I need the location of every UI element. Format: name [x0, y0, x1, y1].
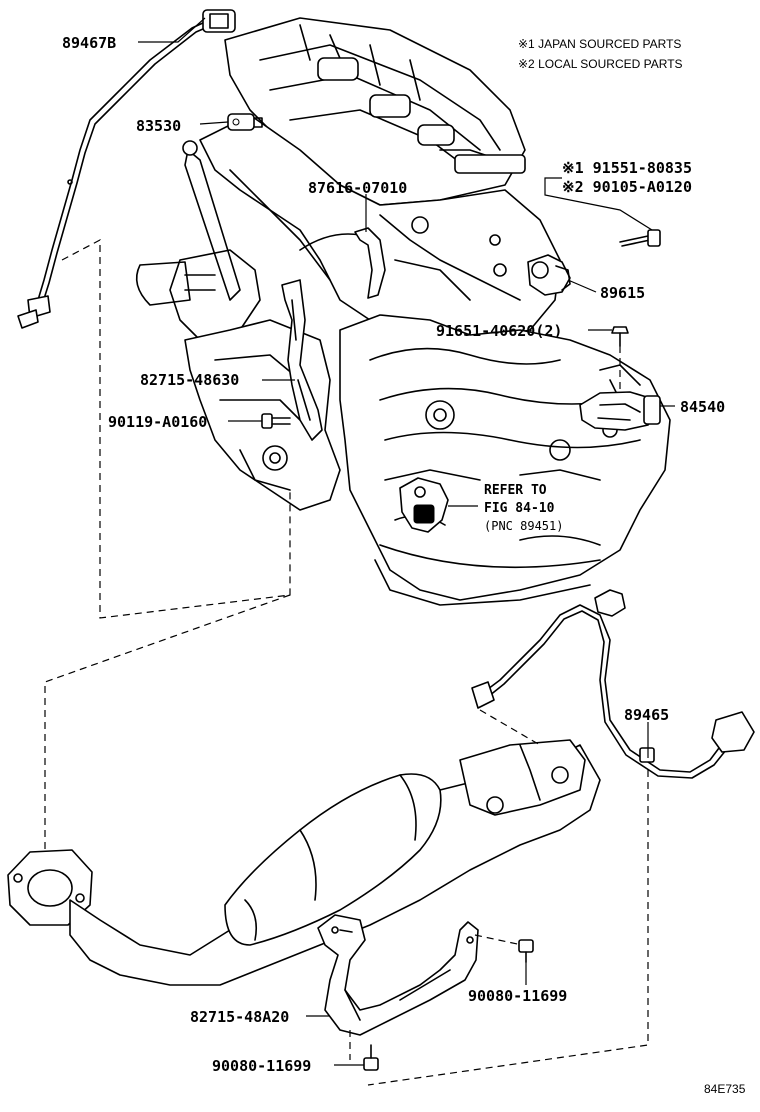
part-89467B-graphic	[17, 9, 236, 329]
engine-assembly	[135, 17, 671, 606]
label-90105-A0120: ※2 90105-A0120	[562, 178, 692, 196]
part-91651-bolt-graphic	[611, 326, 629, 347]
exhaust-pipe-graphic	[7, 739, 601, 986]
part-90119-bolt-graphic	[261, 413, 291, 429]
assembly-dashed-lines	[44, 239, 649, 1086]
label-90119-A0160: 90119-A0160	[108, 413, 207, 431]
part-89615-graphic	[527, 254, 571, 296]
reference-line2: FIG 84-10	[484, 501, 555, 516]
speed-sensor-graphic	[399, 477, 449, 533]
label-83530: 83530	[136, 117, 181, 135]
label-90080-11699-upper: 90080-11699	[468, 987, 567, 1005]
label-89467B: 89467B	[62, 34, 116, 52]
note-japan-sourced: ※1 JAPAN SOURCED PARTS	[518, 37, 681, 51]
figure-id: 84E735	[704, 1082, 746, 1096]
label-90080-11699-lower: 90080-11699	[212, 1057, 311, 1075]
label-82715-48630: 82715-48630	[140, 371, 239, 389]
part-91551-bolt-graphic	[619, 229, 661, 247]
part-89465-graphic	[471, 589, 755, 779]
part-87616-graphic	[354, 227, 386, 299]
label-89615: 89615	[600, 284, 645, 302]
part-90080-bolt-upper-graphic	[518, 939, 534, 963]
label-87616-07010: 87616-07010	[308, 179, 407, 197]
part-90080-bolt-lower-graphic	[363, 1044, 379, 1071]
reference-line1: REFER TO	[484, 483, 547, 498]
label-91651-40620: 91651-40620(2)	[436, 322, 562, 340]
leader-lines	[138, 17, 675, 1066]
label-89465: 89465	[624, 706, 669, 724]
label-82715-48A20: 82715-48A20	[190, 1008, 289, 1026]
label-91551-80835: ※1 91551-80835	[562, 159, 692, 177]
note-local-sourced: ※2 LOCAL SOURCED PARTS	[518, 57, 683, 71]
label-84540: 84540	[680, 398, 725, 416]
part-82715-48630-graphic	[281, 279, 323, 441]
reference-line3: (PNC 89451)	[484, 519, 563, 533]
part-82715-48A20-graphic	[317, 914, 479, 1036]
part-84540-graphic	[579, 391, 661, 431]
